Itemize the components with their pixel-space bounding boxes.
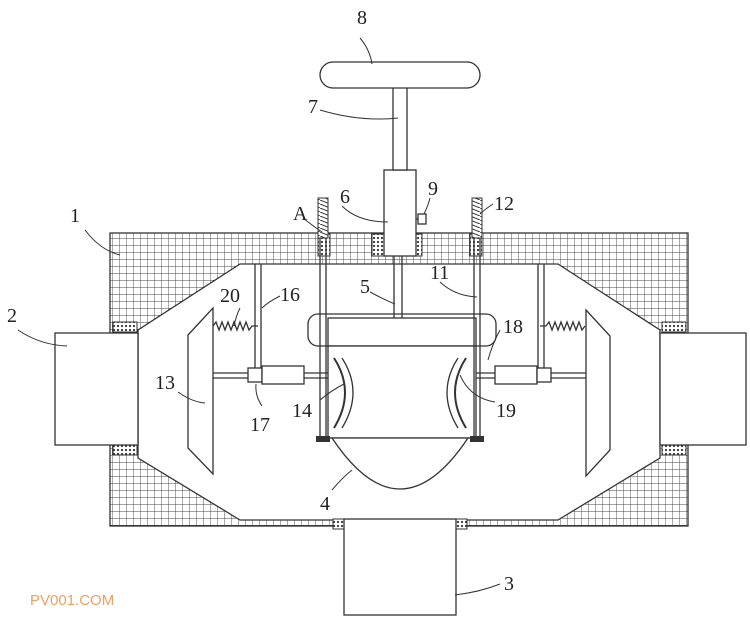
guide-rods xyxy=(316,197,484,442)
label-A: A xyxy=(293,203,308,225)
watermark: PV001.COM xyxy=(30,592,114,609)
right-pipe xyxy=(659,332,747,446)
label-13: 13 xyxy=(155,372,175,394)
valve-stem xyxy=(383,85,427,318)
label-19: 19 xyxy=(496,400,516,422)
label-6: 6 xyxy=(340,186,350,208)
label-9: 9 xyxy=(428,178,438,200)
right-spring xyxy=(540,320,586,332)
label-11: 11 xyxy=(430,262,449,284)
label-3: 3 xyxy=(504,573,514,595)
label-18: 18 xyxy=(503,316,523,338)
inlet-pipe xyxy=(54,332,139,446)
handwheel xyxy=(319,61,481,89)
right-baffle xyxy=(585,308,611,478)
label-5: 5 xyxy=(360,276,370,298)
label-4: 4 xyxy=(320,493,330,515)
bottom-pipe xyxy=(343,518,457,616)
label-7: 7 xyxy=(308,96,318,118)
label-20: 20 xyxy=(220,285,240,307)
valve-core xyxy=(307,313,497,490)
left-spring xyxy=(212,320,258,332)
label-17: 17 xyxy=(250,414,270,436)
label-2: 2 xyxy=(7,305,17,327)
left-baffle xyxy=(187,306,214,476)
label-16: 16 xyxy=(280,284,300,306)
leader-lines xyxy=(17,37,501,596)
label-1: 1 xyxy=(70,205,80,227)
label-12: 12 xyxy=(494,193,514,215)
support-rods xyxy=(254,264,545,368)
label-8: 8 xyxy=(357,7,367,29)
label-14: 14 xyxy=(292,400,312,422)
